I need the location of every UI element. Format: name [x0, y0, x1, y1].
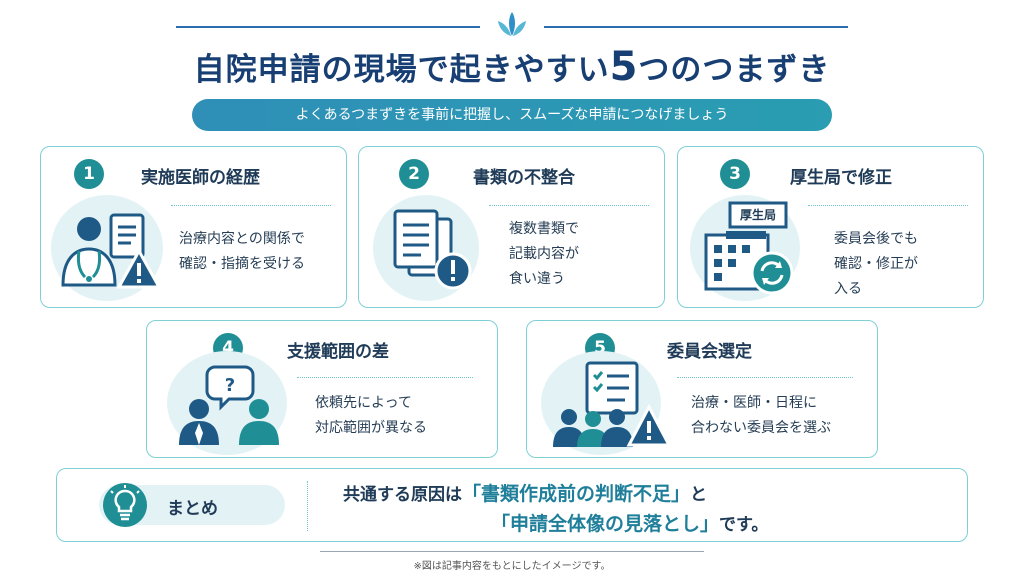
divider [297, 377, 473, 378]
footnote: ※図は記事内容をもとにしたイメージです。 [413, 561, 611, 572]
header-line-right [544, 26, 848, 28]
card-description: 複数書類で 記載内容が 食い違う [509, 221, 579, 287]
building-refresh-icon [704, 201, 794, 295]
card-title: 実施医師の経歴 [141, 168, 260, 188]
card-2: 2 書類の不整合 複数書類で 記載内容が 食い違う [358, 146, 665, 308]
summary-divider [307, 481, 308, 531]
card-description: 依頼先によって 対応範囲が異なる [315, 395, 427, 436]
card-description: 治療内容との関係で 確認・指摘を受ける [179, 231, 305, 272]
leaf-icon [498, 12, 526, 36]
card-description: 委員会後でも 確認・修正が 入る [834, 231, 918, 297]
card-title: 委員会選定 [667, 342, 752, 362]
doctor-warning-icon [61, 213, 162, 289]
svg-text:?: ? [225, 375, 235, 396]
card-5: 5 委員会選定 治療・医師・日程に 合わない委員会を選ぶ [526, 320, 878, 458]
summary-box: まとめ 共通する原因は「書類作成前の判断不足」と 「申請全体像の見落とし」です。 [56, 468, 968, 542]
documents-alert-icon [393, 209, 472, 290]
summary-label: まとめ [167, 499, 218, 519]
divider [489, 205, 649, 206]
summary-line-1: 共通する原因は「書類作成前の判断不足」と [343, 483, 708, 505]
card-title: 書類の不整合 [473, 168, 575, 188]
card-description: 治療・医師・日程に 合わない委員会を選ぶ [691, 395, 831, 436]
card-4: 4 支援範囲の差 ? 依頼先によって 対応範囲が異なる [146, 320, 498, 458]
card-title: 厚生局で修正 [790, 168, 892, 188]
card-number: 2 [399, 159, 429, 189]
header-line-left [176, 26, 480, 28]
team-checklist-warning-icon [553, 361, 671, 447]
people-question-icon: ? [179, 365, 279, 445]
subtitle-banner: よくあるつまずきを事前に把握し、スムーズな申請につなげましょう [192, 99, 832, 131]
card-title: 支援範囲の差 [287, 342, 389, 362]
divider [677, 377, 853, 378]
card-1: 1 実施医師の経歴 治療内容との関係で 確認・指摘を受ける [40, 146, 347, 308]
card-3: 3 厚生局で修正 厚生局 委員会後でも 確認・修正が 入る [677, 146, 984, 308]
divider [808, 205, 968, 206]
card-number: 1 [74, 159, 104, 189]
card-number: 3 [720, 159, 750, 189]
summary-line-2: 「申請全体像の見落とし」です。 [491, 513, 769, 535]
divider [171, 205, 331, 206]
lightbulb-icon [103, 483, 147, 527]
page-title: 自院申請の現場で起きやすい5つのつまずき [193, 44, 831, 90]
building-sign-label: 厚生局 [739, 208, 776, 222]
footnote-divider [320, 551, 704, 552]
